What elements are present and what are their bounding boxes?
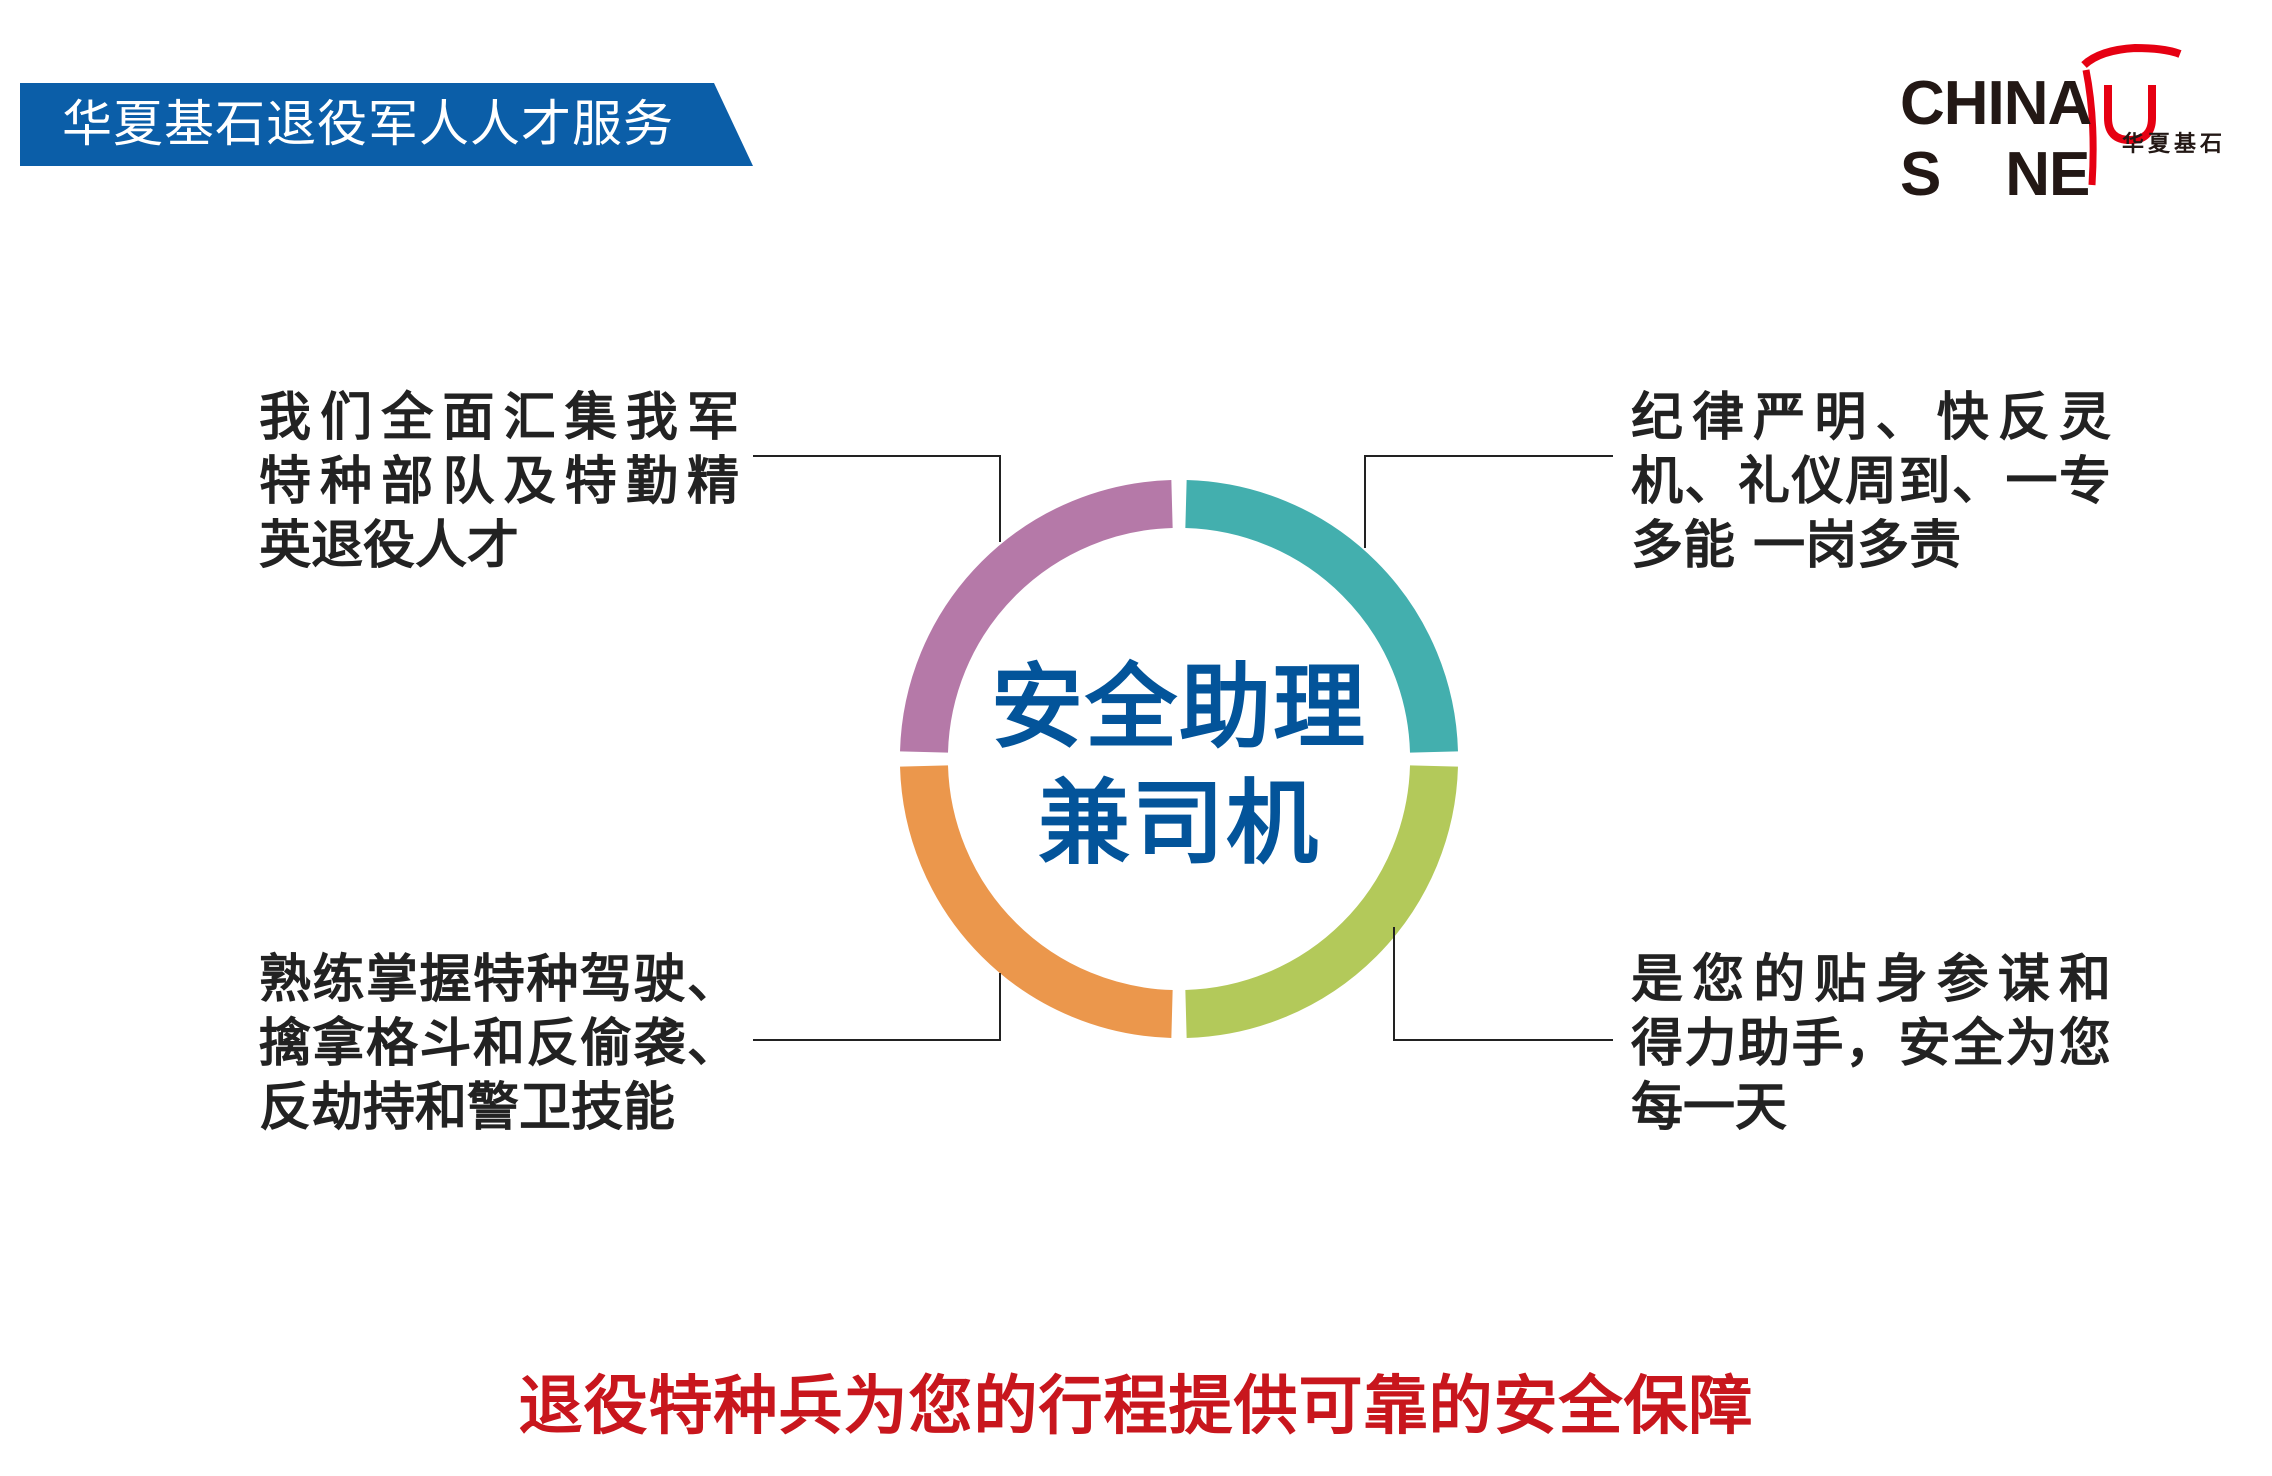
logo-text: CHINA S NE [1900, 69, 2090, 209]
text-block-top-right: 纪律严明、快反灵 机、礼仪周到、一专 多能 一岗多责 [1631, 386, 2111, 578]
text-block-top-left: 我们全面汇集我军 特种部队及特勤精 英退役人才 [259, 386, 739, 578]
text-line: 得力助手，安全为您 [1631, 1014, 2111, 1074]
logo-chinese-text: 华夏基石 [2122, 132, 2227, 157]
connector-top-left [753, 455, 1001, 542]
text-line: 每一天 [1631, 1078, 1788, 1138]
ring-segment-top-left [900, 480, 1173, 753]
ring-segment-bottom-left [900, 765, 1173, 1038]
text-block-bottom-right: 是您的贴身参谋和 得力助手，安全为您 每一天 [1631, 948, 2111, 1140]
connector-bottom-right [1393, 927, 1613, 1041]
text-line: 英退役人才 [259, 516, 520, 576]
text-line: 熟练掌握特种驾驶、 [259, 950, 739, 1010]
center-title: 安全助理 兼司机 [979, 650, 1379, 882]
ring-segment-top-right [1185, 480, 1458, 753]
text-line: 纪律严明、快反灵 [1631, 388, 2111, 448]
text-line: 多能 一岗多责 [1631, 516, 1962, 576]
tagline: 退役特种兵为您的行程提供可靠的安全保障 [518, 1370, 1754, 1444]
header-banner: 华夏基石退役军人人才服务 [20, 83, 753, 166]
connector-top-right [1364, 455, 1613, 548]
text-block-bottom-left: 熟练掌握特种驾驶、 擒拿格斗和反偷袭、 反劫持和警卫技能 [259, 948, 739, 1140]
center-title-line2: 兼司机 [1037, 770, 1320, 877]
china-stone-logo: CHINA S NE 华夏基石 [1890, 40, 2270, 209]
connector-bottom-left [753, 973, 1001, 1041]
banner-title: 华夏基石退役军人人才服务 [62, 95, 674, 153]
center-title-line1: 安全助理 [990, 654, 1367, 761]
text-line: 是您的贴身参谋和 [1631, 950, 2111, 1010]
ring-segment-bottom-right [1185, 765, 1458, 1038]
text-line: 我们全面汇集我军 [259, 388, 739, 448]
text-line: 机、礼仪周到、一专 [1631, 452, 2111, 512]
text-line: 反劫持和警卫技能 [259, 1078, 676, 1138]
text-line: 擒拿格斗和反偷袭、 [259, 1014, 739, 1074]
logo-red-stroke-icon [2081, 43, 2182, 186]
text-line: 特种部队及特勤精 [259, 452, 739, 512]
